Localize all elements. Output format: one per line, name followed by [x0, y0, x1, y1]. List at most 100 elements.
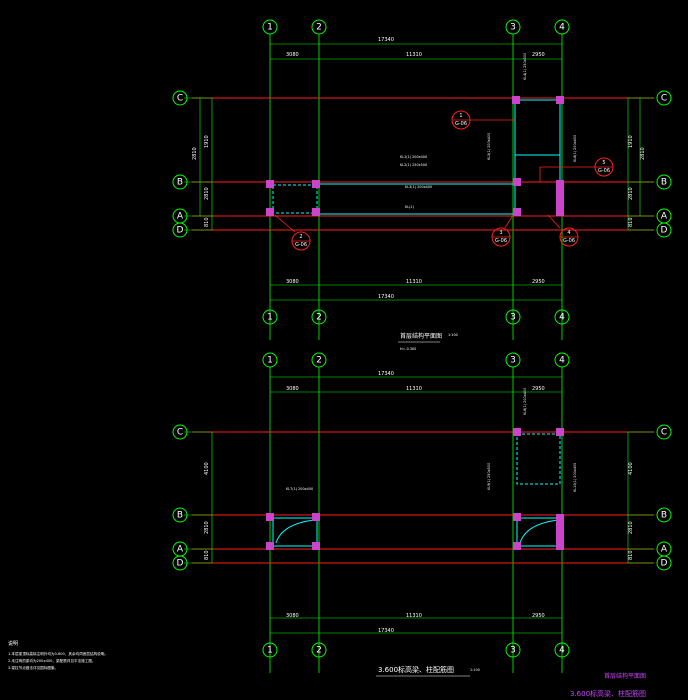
plan2-axis-bubble-right-C [656, 424, 672, 440]
plan1-dim-right-0: 1910 [628, 135, 634, 148]
plan1-dim-right-3: 810 [628, 217, 634, 227]
plan2-column-5 [513, 542, 521, 550]
plan1-axis-bubble-right-D [656, 222, 672, 238]
plan1-axis-bubble-bottom-2 [311, 309, 327, 325]
plan2-dim-top-seg2: 11310 [406, 386, 422, 392]
plan2-axis-bubble-bottom-2 [311, 642, 327, 658]
plan2-axis-bubble-left-C [172, 424, 188, 440]
plan2-dim-top-total: 17340 [378, 371, 394, 377]
plan1-detail-ref-3: G-06 [495, 238, 507, 244]
plan1-dim-right-2: 2810 [628, 187, 634, 200]
plan1-subtitle: H=-0.300 [400, 347, 416, 351]
plan1-axis-bubble-right-B [656, 174, 672, 190]
plan2-column-7 [556, 428, 564, 436]
plan2-axis-bubble-bottom-1-label: 1 [267, 646, 273, 656]
plan2-axis-bubble-top-2-label: 2 [316, 356, 322, 366]
plan1-dim-top-seg1: 3080 [286, 52, 299, 58]
plan2-axis-bubble-right-D-label: D [661, 559, 668, 569]
plan1-axis-bubble-left-B-label: B [177, 178, 183, 188]
plan2-column-2 [312, 513, 320, 521]
plan1-scale: 1:100 [448, 333, 458, 337]
plan1-column-2 [312, 180, 320, 188]
plan2-beam-note-1: KL8(1) 200x400 [523, 388, 527, 415]
plan2-beam-frame-2 [516, 517, 561, 547]
plan1-column-3 [312, 208, 320, 216]
plan2-axis-bubble-left-D-label: D [177, 559, 184, 569]
plan2-axis-bubble-right-B [656, 507, 672, 523]
plan2-axis-bubble-bottom-2-label: 2 [316, 646, 322, 656]
plan2-dim-bottom-total: 17340 [378, 628, 394, 634]
plan1-axis-bubble-left-D-label: D [177, 226, 184, 236]
plan2-slab-curve-2 [519, 519, 559, 544]
plan1-axis-bubble-right-D-label: D [661, 226, 668, 236]
plan1-dim-top-seg2: 11310 [406, 52, 422, 58]
plan2-dim-top-seg3: 2950 [532, 386, 545, 392]
plan2-axis-bubble-left-C-label: C [177, 428, 183, 438]
plan1-title: 首层结构平面图 [400, 332, 442, 340]
plan2-dim-right-1: 2810 [628, 521, 634, 534]
plan2-axis-bubble-top-4 [554, 352, 570, 368]
plan2-slab-curve-1 [275, 519, 315, 544]
plan1-axis-bubble-top-2-label: 2 [316, 23, 322, 33]
plan2-column-4 [513, 513, 521, 521]
plan1-dim-left-0: 1910 [204, 135, 210, 148]
plan1-detail-num-3: 3 [499, 230, 502, 236]
plan1-dim-left-1: 2810 [192, 147, 198, 160]
plan1-axis-bubble-top-1-label: 1 [267, 23, 273, 33]
plan1-dim-bottom-seg2: 11310 [406, 279, 422, 285]
plan1-detail-ref-2: G-06 [295, 242, 307, 248]
plan1-axis-bubble-bottom-1 [262, 309, 278, 325]
plan1-column-7 [556, 96, 564, 104]
plan1-leader-3 [504, 214, 514, 229]
plan1-detail-num-5: 5 [602, 160, 605, 166]
plan1-axis-bubble-top-3-label: 3 [510, 23, 516, 33]
plan1-dim-top-seg3: 2950 [532, 52, 545, 58]
plan2-dim-bottom-seg1: 3080 [286, 613, 299, 619]
plan1-axis-bubble-top-3 [505, 19, 521, 35]
plan1-axis-bubble-bottom-1-label: 1 [267, 313, 273, 323]
plan1-axis-bubble-right-A-label: A [661, 212, 668, 222]
plan1-axis-bubble-bottom-4 [554, 309, 570, 325]
plan2-dim-right-0: 4100 [628, 462, 634, 475]
plan1-axis-bubble-left-A-label: A [177, 212, 184, 222]
plan1-dim-bottom-seg1: 3080 [286, 279, 299, 285]
notes-line-1: 2.未注明的梁均为200x400，梁配筋详见平法施工图。 [8, 658, 96, 663]
plan1-column-0 [266, 180, 274, 188]
plan2-beam-note-3: KL10(1) 200x400 [573, 463, 577, 492]
plan1-column-1 [266, 208, 274, 216]
legend-line-2: 3.600标高梁、柱配筋图 [570, 689, 646, 698]
plan1-beam-frame-1 [272, 184, 318, 214]
plan1-beam-note-6: KL(1) [405, 205, 415, 209]
plan2-beam-frame-1 [272, 517, 318, 547]
plan1-dim-right-1: 2810 [640, 147, 646, 160]
plan2-axis-bubble-left-B [172, 507, 188, 523]
plan2-dim-top-seg1: 3080 [286, 386, 299, 392]
plan2-axis-bubble-top-3 [505, 352, 521, 368]
plan2-axis-bubble-right-A-label: A [661, 545, 668, 555]
plan1-axis-bubble-right-B-label: B [661, 178, 667, 188]
plan1-detail-ref-4: G-06 [563, 238, 575, 244]
plan2-dim-right-2: 810 [628, 550, 634, 560]
plan2-axis-bubble-left-B-label: B [177, 511, 183, 521]
plan2-axis-bubble-bottom-3-label: 3 [510, 646, 516, 656]
plan1-dim-top-total: 17340 [378, 37, 394, 43]
plan1-beam-note-3: KL4(1) 250x500 [523, 53, 527, 80]
plan2-dim-left-1: 2810 [204, 521, 210, 534]
plan1-axis-bubble-left-B [172, 174, 188, 190]
plan1-detail-num-4: 4 [567, 230, 570, 236]
plan2-axis-bubble-left-A-label: A [177, 545, 184, 555]
plan2-title: 3.600标高梁、柱配筋图 [378, 665, 454, 674]
plan1-axis-bubble-top-2 [311, 19, 327, 35]
plan2-beam-note-2: KL9(1) 250x500 [487, 463, 491, 490]
plan1-column-6 [512, 96, 520, 104]
plan2-axis-bubble-bottom-3 [505, 642, 521, 658]
plan2-axis-bubble-top-4-label: 4 [559, 356, 565, 366]
plan1-axis-bubble-top-4 [554, 19, 570, 35]
plan2-axis-bubble-top-1-label: 1 [267, 356, 273, 366]
plan1-beam-note-1: KL2(1) 250x500 [400, 163, 427, 167]
plan1-detail-ref-5: G-06 [598, 168, 610, 174]
notes-line-0: 1.本层梁顶标高除注明外均为3.600，其余均同首层结构说明。 [8, 651, 108, 656]
plan1-dim-left-3: 810 [204, 217, 210, 227]
